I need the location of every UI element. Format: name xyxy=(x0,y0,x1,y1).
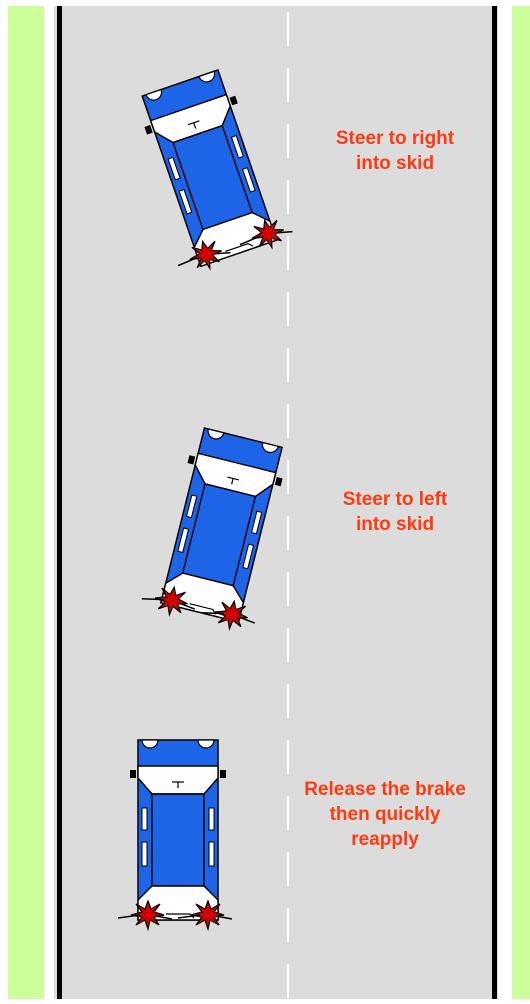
step-1-label-line-2: into skid xyxy=(298,151,492,176)
step-3-label-line-3: reapply xyxy=(276,827,494,852)
right-grass-verge xyxy=(512,6,530,999)
step-3-label: Release the brake then quickly reapply xyxy=(276,777,494,852)
step-2-label-line-1: Steer to left xyxy=(298,487,492,512)
step-1-label-line-1: Steer to right xyxy=(298,126,492,151)
left-grass-verge xyxy=(8,6,44,999)
step-2-label: Steer to left into skid xyxy=(298,487,492,537)
step-2-label-line-2: into skid xyxy=(298,512,492,537)
left-road-edge xyxy=(57,6,62,999)
step-1-label: Steer to right into skid xyxy=(298,126,492,176)
step-3-label-line-2: then quickly xyxy=(276,802,494,827)
step-3-label-line-1: Release the brake xyxy=(276,777,494,802)
